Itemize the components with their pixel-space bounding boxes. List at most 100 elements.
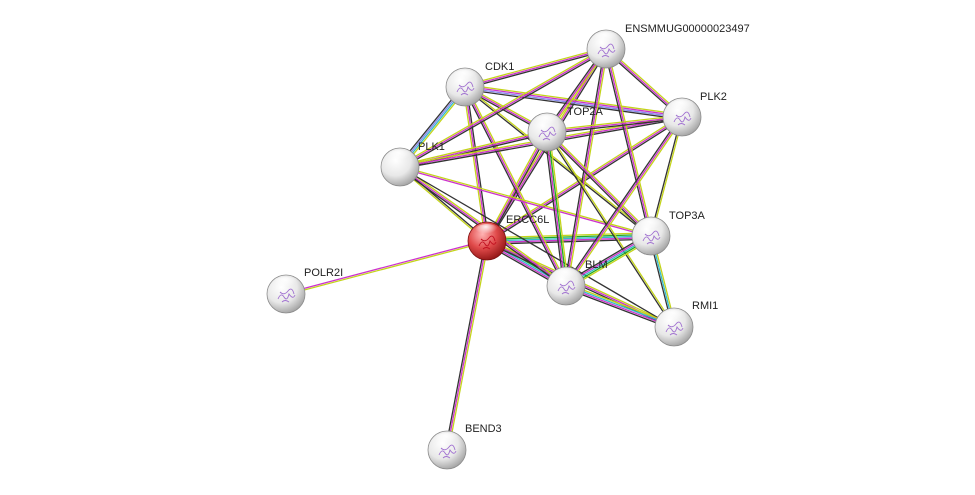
edge-line [465, 83, 683, 116]
edge-line [545, 132, 674, 328]
edge-line [605, 48, 652, 237]
edge-line [547, 130, 653, 236]
node-label: BLM [585, 259, 608, 271]
edge-line [546, 116, 683, 133]
edge-line [545, 132, 651, 238]
node-label: POLR2I [304, 267, 343, 279]
protein-structure-icon [597, 43, 616, 58]
edge-line [399, 166, 675, 328]
edge-line [285, 239, 487, 294]
node-label: PLK1 [418, 141, 445, 153]
edge-plk2-top3a [649, 116, 684, 237]
edge-plk2-blm [564, 115, 684, 288]
node-highlight [274, 277, 298, 291]
edge-top2a-rmi1 [545, 131, 676, 328]
edge-line [465, 85, 683, 117]
edge-line [543, 132, 565, 287]
edge-cdk1-ensmmug00000023497 [464, 46, 607, 90]
edge-ercc6l-top3a [486, 232, 652, 245]
node-top2a[interactable]: TOP2A [527, 106, 604, 152]
edge-ensmmug00000023497-top3a [603, 48, 654, 237]
edge-line [286, 241, 488, 296]
protein-structure-icon [642, 230, 661, 245]
node-highlight [662, 310, 686, 324]
node-label: ERCC6L [506, 214, 549, 226]
node-blm[interactable]: BLM [546, 259, 608, 306]
node-polr2i[interactable]: POLR2I [266, 267, 343, 314]
edge-top2a-plk2 [546, 114, 683, 135]
node-label: PLK2 [700, 91, 727, 103]
node-highlight [535, 115, 559, 129]
node-highlight [639, 219, 663, 233]
edge-cdk1-plk2 [464, 83, 683, 121]
edge-line [399, 48, 607, 168]
edge-line [564, 115, 682, 286]
node-top3a[interactable]: TOP3A [631, 210, 706, 256]
edge-line [399, 129, 547, 167]
node-ercc6l[interactable]: ERCC6L [467, 214, 549, 261]
edge-line [487, 236, 652, 244]
edge-line [464, 46, 606, 87]
node-label: ENSMMUG00000023497 [625, 23, 750, 35]
protein-structure-icon [538, 126, 557, 141]
edge-line [464, 87, 682, 119]
node-highlight [554, 269, 578, 283]
edge-line [545, 132, 566, 287]
edge-line [447, 241, 490, 451]
edge-line [465, 49, 607, 90]
edge-line [465, 86, 490, 241]
edge-line [446, 240, 488, 451]
protein-structure-icon [478, 235, 497, 250]
edge-line [606, 48, 654, 236]
edge-line [547, 117, 683, 135]
edge-line [603, 49, 651, 237]
node-label: CDK1 [485, 61, 514, 73]
edge-line [547, 131, 676, 327]
edge-line [565, 116, 683, 287]
edge-line [398, 47, 606, 167]
node-highlight [670, 100, 694, 114]
edge-line [548, 131, 570, 286]
node-highlight [475, 224, 499, 238]
node-label: RMI1 [692, 300, 718, 312]
edge-line [564, 287, 674, 330]
edge-top2a-top3a [545, 130, 653, 238]
edge-line [649, 116, 682, 236]
edge-line [547, 131, 568, 286]
edge-line [462, 87, 487, 242]
node-bend3[interactable]: BEND3 [427, 423, 502, 470]
node-plk2[interactable]: PLK2 [662, 91, 727, 137]
edge-line [486, 235, 652, 242]
node-label: BEND3 [465, 423, 502, 435]
node-ensmmug00000023497[interactable]: ENSMMUG00000023497 [586, 23, 750, 69]
edge-plk1-rmi1 [399, 166, 675, 328]
node-label: TOP3A [669, 210, 706, 222]
edge-line [400, 49, 608, 169]
protein-structure-icon [277, 288, 296, 303]
edge-line [651, 117, 684, 237]
edge-line [546, 114, 682, 132]
edge-line [444, 240, 487, 450]
edge-line [566, 117, 684, 288]
node-plk1[interactable]: PLK1 [380, 141, 445, 187]
node-highlight [594, 32, 618, 46]
edge-ercc6l-bend3 [444, 240, 490, 451]
edge-top2a-blm [543, 131, 570, 287]
node-highlight [453, 70, 477, 84]
edge-line [487, 238, 652, 245]
node-cdk1[interactable]: CDK1 [445, 61, 514, 107]
protein-structure-icon [665, 321, 684, 336]
edge-plk1-ensmmug00000023497 [398, 47, 608, 169]
protein-structure-icon [438, 444, 457, 459]
node-rmi1[interactable]: RMI1 [654, 300, 718, 347]
node-highlight [388, 150, 412, 164]
edge-line [464, 88, 682, 121]
edge-line [566, 283, 676, 326]
edge-line [486, 233, 651, 241]
node-label: TOP2A [567, 106, 604, 118]
edge-line [546, 131, 652, 237]
edge-line [464, 48, 607, 88]
edge-line [566, 49, 609, 287]
